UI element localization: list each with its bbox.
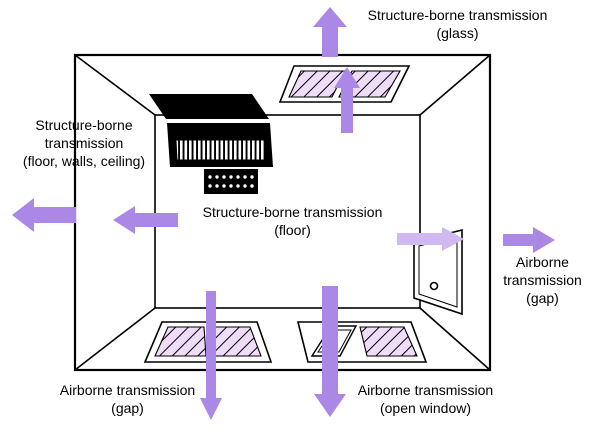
label-structure-borne-floor: Structure-borne transmission (floor)	[202, 204, 383, 238]
arrow-up-structure-glass-icon	[313, 7, 347, 57]
machine-base-dots	[208, 175, 254, 188]
arrow-left-structure-floor-icon	[113, 206, 178, 234]
arrow-down-open-window-icon	[314, 286, 346, 417]
label-structure-borne-glass: Structure-borne transmission (glass)	[367, 7, 548, 41]
arrows	[12, 7, 555, 420]
arrow-right-through-door-gap-icon	[397, 227, 464, 251]
label-airborne-open-window: Airborne transmission (open window)	[357, 382, 494, 416]
label-airborne-gap-right: Airborne transmission (gap)	[503, 254, 582, 306]
arrow-right-airborne-gap-icon	[503, 227, 555, 253]
arrow-up-through-skylight-icon	[334, 67, 360, 133]
open-window	[296, 321, 428, 363]
ceiling-window	[278, 65, 411, 103]
label-structure-borne-floor-walls-ceiling: Structure-borne transmission (floor, wal…	[22, 117, 146, 169]
label-airborne-gap-bottom: Airborne transmission (gap)	[59, 382, 196, 416]
door-handle-icon	[429, 281, 439, 291]
machine	[149, 94, 273, 194]
arrow-down-airborne-gap-icon	[200, 291, 222, 420]
arrow-left-structure-walls-icon	[12, 198, 76, 232]
